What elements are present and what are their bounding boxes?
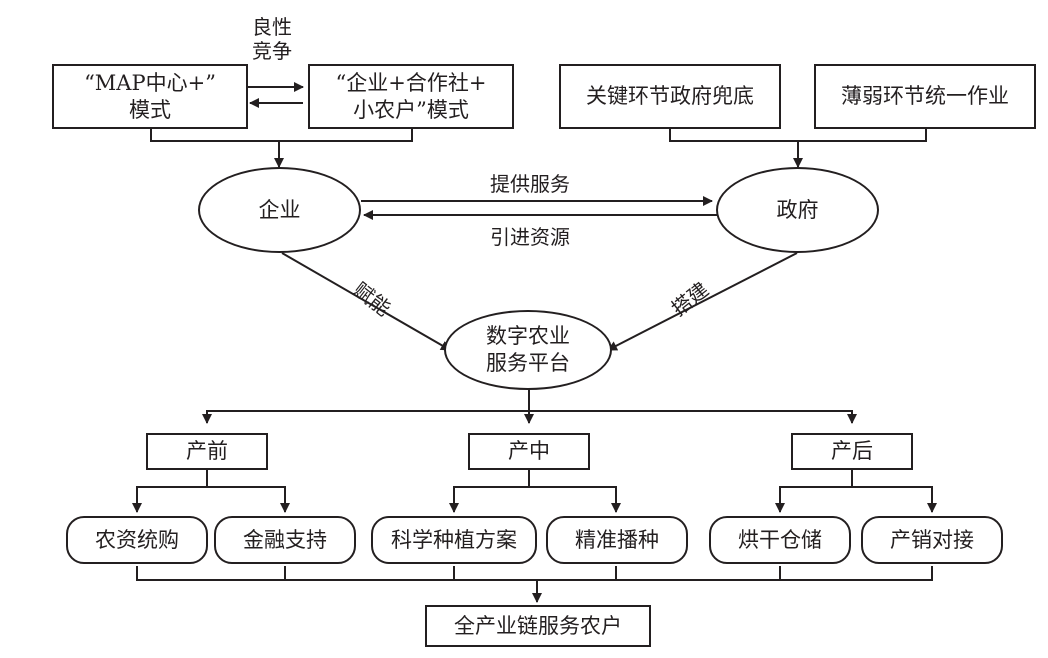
coop-model-line2: 小农户”模式 (353, 97, 469, 122)
outcome-box: 全产业链服务农户 (425, 605, 651, 647)
outcome-label: 全产业链服务农户 (454, 613, 622, 638)
map-center-model-box: “MAP中心+” 模式 (52, 64, 248, 129)
market-link-box: 产销对接 (861, 516, 1003, 564)
stage-post-box: 产后 (791, 433, 913, 470)
stage-mid-label: 产中 (508, 439, 550, 463)
map-model-line2: 模式 (129, 97, 171, 122)
precision-sowing-box: 精准播种 (546, 516, 688, 564)
competition-label: 良性 竞争 (252, 15, 292, 63)
empower-arrow (281, 252, 451, 351)
drying-storage-box: 烘干仓储 (709, 516, 851, 564)
build-arrow (607, 252, 798, 351)
provide-service-label: 提供服务 (490, 172, 570, 196)
planting-plan-label: 科学种植方案 (391, 527, 517, 552)
platform-line2: 服务平台 (486, 351, 570, 375)
introduce-resources-label: 引进资源 (490, 225, 570, 249)
planting-plan-box: 科学种植方案 (371, 516, 537, 564)
stage-post-label: 产后 (831, 439, 873, 463)
stage-pre-box: 产前 (146, 433, 268, 470)
input-purchase-label: 农资统购 (95, 527, 179, 552)
enterprise-node: 企业 (198, 167, 361, 253)
stage-mid-box: 产中 (468, 433, 590, 470)
pre-split (136, 486, 286, 510)
top-right-bracket (669, 129, 927, 142)
precision-sowing-label: 精准播种 (575, 527, 659, 552)
coop-model-line1: “企业+合作社+ (335, 70, 487, 95)
market-link-label: 产销对接 (890, 527, 974, 552)
government-node: 政府 (716, 167, 879, 253)
platform-line1: 数字农业 (486, 324, 570, 348)
drying-storage-label: 烘干仓储 (738, 527, 822, 552)
enterprise-label: 企业 (258, 197, 301, 222)
map-model-line1: “MAP中心+” (84, 70, 216, 95)
unified-operation-box: 薄弱环节统一作业 (814, 64, 1036, 129)
unified-operation-text: 薄弱环节统一作业 (841, 84, 1009, 108)
top-left-bracket (150, 129, 413, 142)
finance-support-box: 金融支持 (214, 516, 356, 564)
enterprise-coop-model-box: “企业+合作社+ 小农户”模式 (308, 64, 514, 129)
gov-backstop-text: 关键环节政府兜底 (586, 84, 754, 108)
mid-split (453, 486, 617, 510)
input-purchase-box: 农资统购 (66, 516, 208, 564)
competition-line1: 良性 (252, 15, 292, 39)
finance-support-label: 金融支持 (243, 527, 327, 552)
gov-backstop-box: 关键环节政府兜底 (559, 64, 781, 129)
post-split (779, 486, 933, 510)
government-label: 政府 (776, 197, 819, 222)
stage-pre-label: 产前 (186, 439, 228, 463)
competition-line2: 竞争 (252, 39, 292, 63)
services-collector (136, 566, 933, 581)
digital-platform-node: 数字农业 服务平台 (444, 310, 612, 390)
